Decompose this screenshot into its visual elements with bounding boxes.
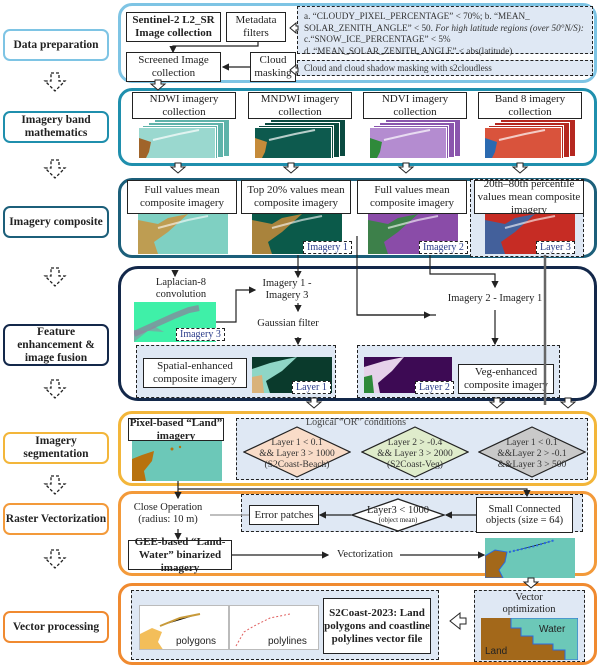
band-collection-label: NDWI imagery collection — [132, 92, 236, 119]
composite-label: Top 20% values mean composite imagery — [241, 180, 351, 214]
or-condition-diamond: Layer 1 < 0.1&&Layer 2 > -0.1&&Layer 3 >… — [478, 426, 586, 478]
dashed-down-arrow-icon — [43, 72, 67, 92]
stage-label: Imagery segmentation — [23, 435, 89, 460]
layer2-tag: Layer 2 — [415, 381, 454, 394]
polygons-label: polygons — [176, 636, 217, 647]
composite-thumbnail — [138, 214, 228, 254]
screened-collection-box: Screened Image collection — [126, 52, 221, 82]
error-patches-box: Error patches — [249, 505, 319, 525]
composite-label: Full values mean composite imagery — [127, 180, 237, 214]
cloud-masking-box: Cloud masking — [250, 52, 296, 82]
spatial-enhanced-box: Spatial-enhanced composite imagery — [143, 358, 247, 388]
stage-vector-processing: Vector processing — [3, 611, 109, 643]
vectorized-thumbnail — [485, 538, 575, 578]
laplacian-convolution-step: Laplacian-8 convolution — [150, 276, 212, 302]
composite-label: Full values mean composite imagery — [357, 180, 467, 214]
layer1-tag: Layer 1 — [292, 381, 331, 394]
dashed-down-arrow-icon — [43, 159, 67, 179]
imagery1-minus-imagery3-step: Imagery 1 - Imagery 3 — [254, 277, 320, 303]
stage-label: Raster Vectorization — [5, 512, 107, 525]
or-condition-diamond: Layer 2 > -0.4&& Layer 3 > 2000(S2Coast-… — [361, 426, 469, 478]
water-label: Water — [539, 624, 566, 635]
band-imagery-stack — [369, 119, 463, 159]
or-condition-diamond: Layer 1 < 0.1&& Layer 3 > 1000(S2Coast-B… — [243, 426, 351, 478]
dashed-down-arrow-icon — [43, 267, 67, 287]
dashed-down-arrow-icon — [43, 549, 67, 569]
land-label: Land — [485, 646, 508, 657]
polylines-label: polylines — [268, 636, 307, 647]
stage-label: Vector processing — [12, 620, 100, 633]
small-connected-objects-box: Small Connected objects (size = 64) — [476, 497, 573, 533]
stage-label: Data preparation — [13, 38, 99, 51]
vector-optimization-step: Vector optimization — [488, 590, 570, 618]
land-water-thumbnail: Water Land — [481, 618, 578, 660]
band-collection-label: NDVI imagery collection — [363, 92, 467, 119]
metadata-filters-box: Metadata filters — [226, 12, 286, 42]
vectorization-step: Vectorization — [330, 544, 400, 566]
stage-imagery-segmentation: Imagery segmentation — [3, 432, 109, 464]
cloud-masking-note: Cloud and cloud shadow masking with s2cl… — [297, 60, 593, 76]
layer2-thumbnail — [364, 357, 452, 393]
close-operation-step: Close Operation (radius: 10 m) — [128, 499, 208, 529]
binarized-imagery-box: GEE-based “Land-Water” binarized imagery — [128, 536, 232, 574]
gaussian-filter-step: Gaussian filter — [257, 312, 319, 337]
s2coast-output-box: S2Coast-2023: Land polygons and coastlin… — [323, 598, 431, 654]
band-collection-label: Band 8 imagery collection — [478, 92, 582, 119]
stage-raster-vectorization: Raster Vectorization — [3, 503, 109, 535]
polygons-thumbnail — [139, 605, 229, 650]
dashed-down-arrow-icon — [43, 475, 67, 495]
land-imagery-box: Pixel-based “Land” imagery — [128, 416, 224, 442]
stage-imagery-composite: Imagery composite — [3, 206, 109, 238]
band-imagery-stack — [254, 119, 348, 159]
veg-enhanced-box: Veg-enhanced composite imagery — [458, 364, 554, 394]
dashed-down-arrow-icon — [43, 379, 67, 399]
metadata-filter-note: a. “CLOUDY_PIXEL_PERCENTAGE” < 70%; b. “… — [297, 6, 593, 56]
band-collection-label: MNDWI imagery collection — [248, 92, 352, 119]
stage-label: Imagery band mathematics — [21, 114, 91, 139]
polylines-thumbnail — [229, 605, 319, 650]
band-imagery-stack — [484, 119, 578, 159]
imagery3-tag: Imagery 3 — [176, 328, 225, 341]
sentinel-collection-box: Sentinel-2 L2_SR Image collection — [126, 12, 221, 42]
stage-label: Feature enhancement & image fusion — [17, 325, 95, 364]
composite-tag: Imagery 2 — [419, 241, 468, 254]
stage-feature-enhancement: Feature enhancement & image fusion — [3, 324, 109, 366]
composite-tag: Layer 3 — [536, 241, 575, 254]
stage-data-preparation: Data preparation — [3, 29, 109, 61]
band-imagery-stack — [138, 119, 232, 159]
imagery2-minus-imagery1-step: Imagery 2 - Imagery 1 — [434, 288, 556, 310]
layer3-condition-diamond: Layer3 < 1000 (object mean) — [351, 498, 445, 532]
composite-label: 20th–80th percentile values mean composi… — [474, 178, 584, 216]
land-imagery-thumbnail — [132, 441, 222, 481]
stage-band-mathematics: Imagery band mathematics — [3, 111, 109, 143]
stage-label: Imagery composite — [9, 215, 103, 228]
composite-tag: Imagery 1 — [303, 241, 352, 254]
or-conditions-title: Logical “OR” conditions — [306, 417, 406, 428]
